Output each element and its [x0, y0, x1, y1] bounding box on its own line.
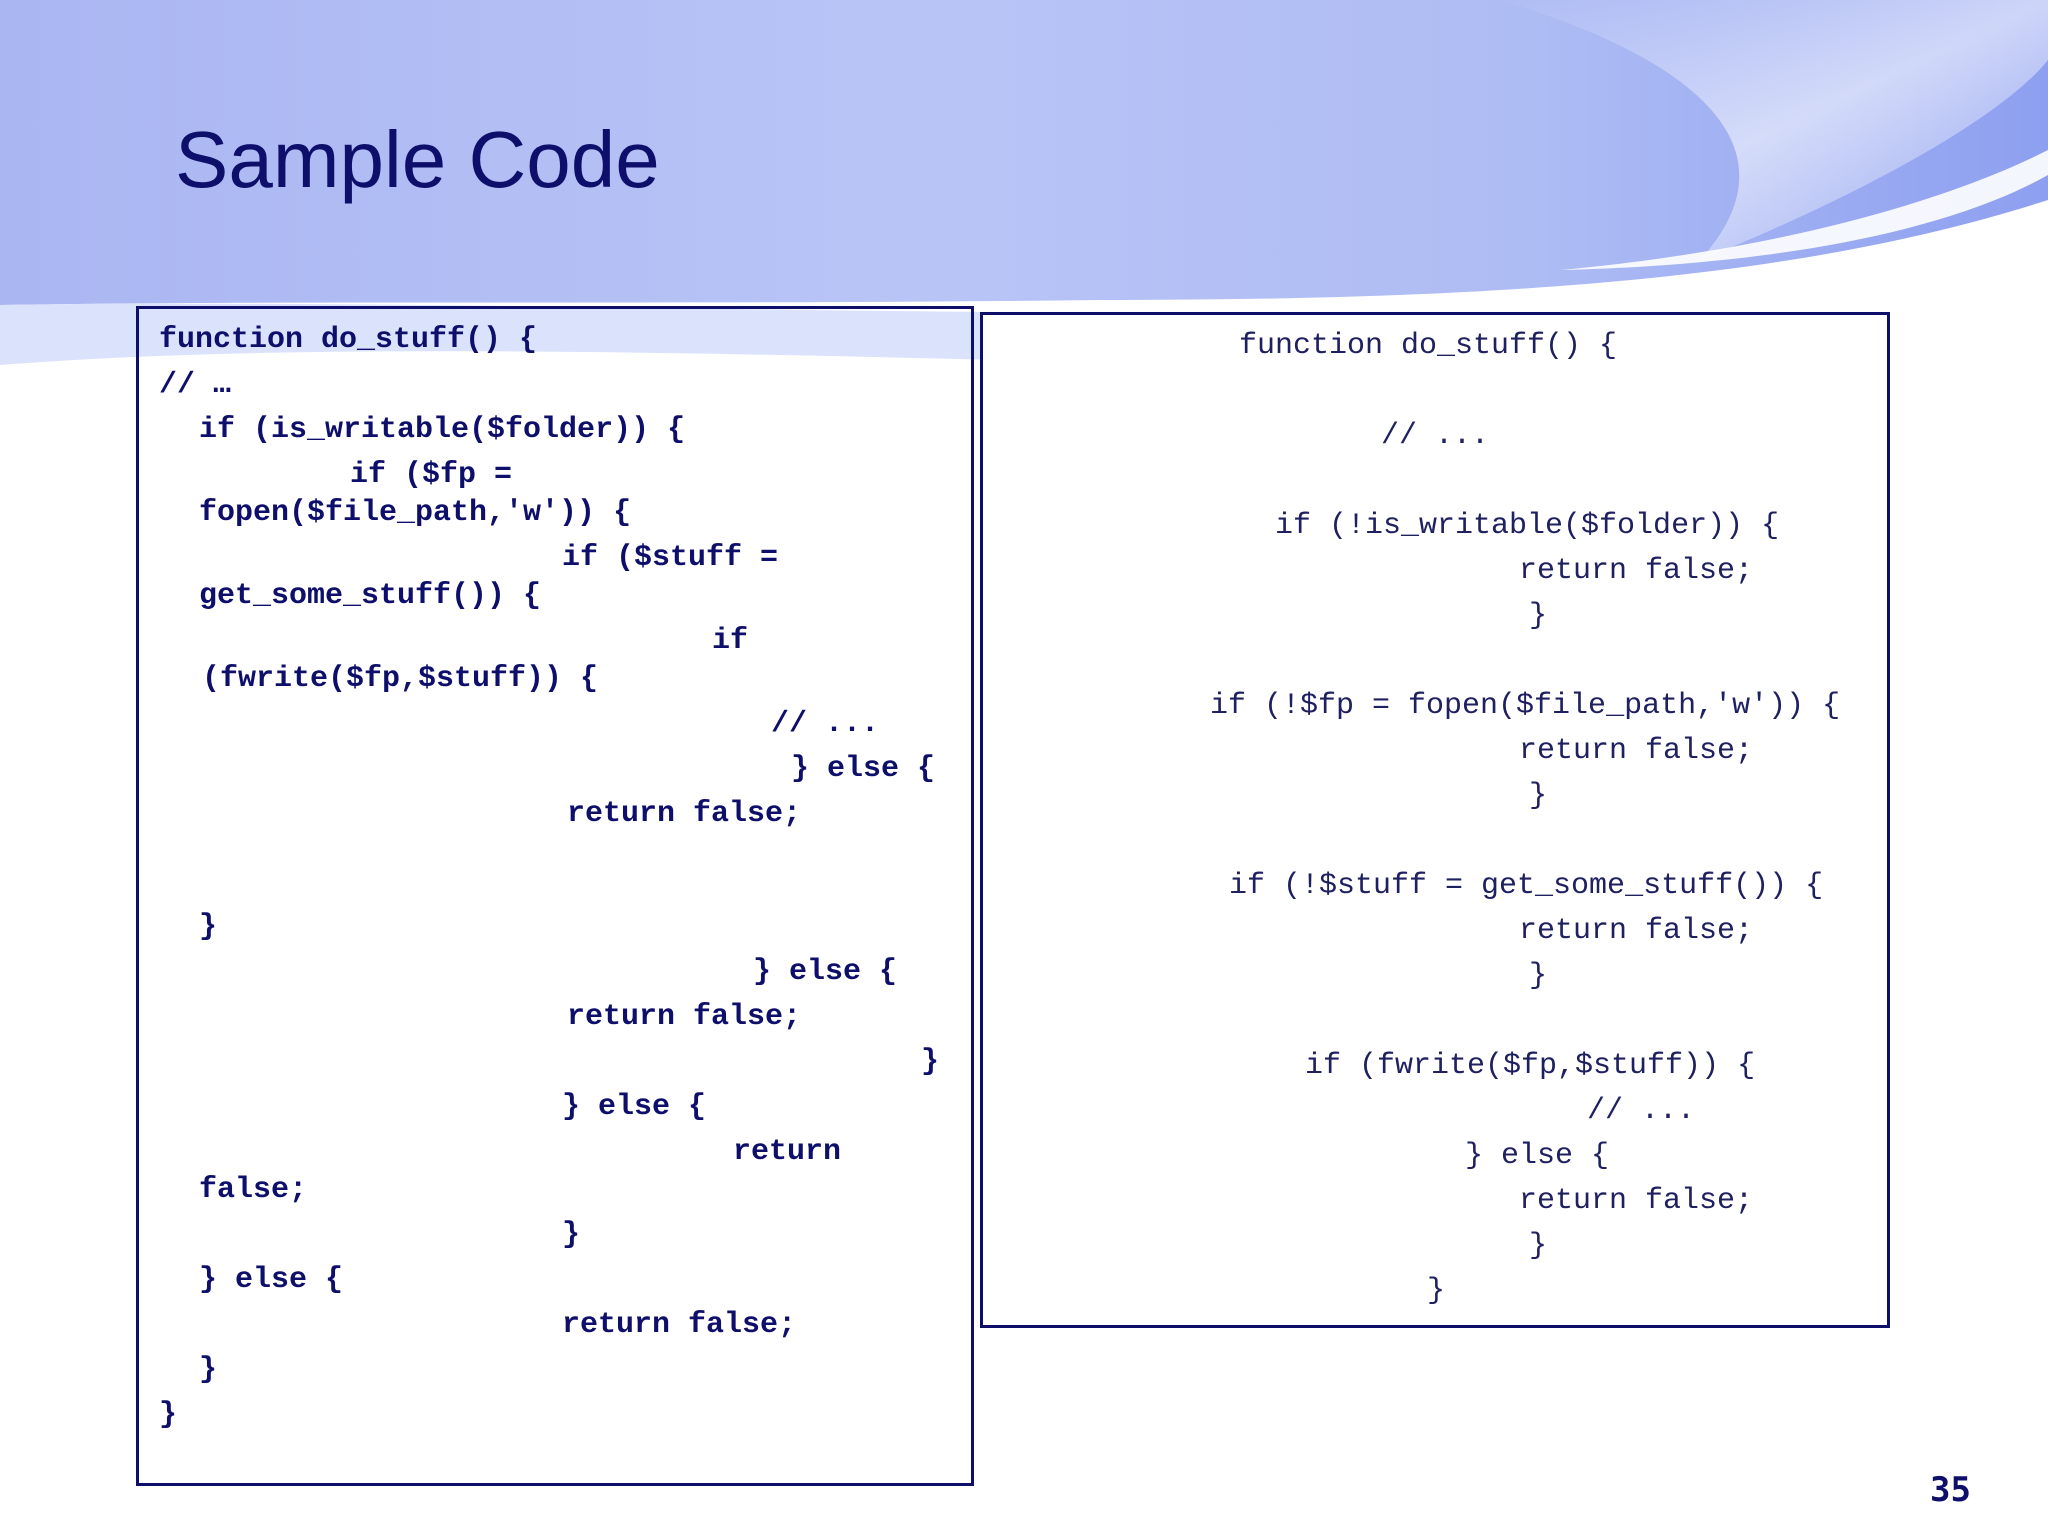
left-code-box: function do_stuff() { // … if (is_writab…	[136, 306, 974, 1486]
code-line: return false;	[1519, 734, 1754, 768]
code-line: // ...	[1381, 419, 1490, 453]
code-line: } else {	[791, 752, 936, 786]
code-line: } else {	[199, 1263, 344, 1297]
code-line: return false;	[567, 1000, 802, 1034]
code-line: }	[1427, 1274, 1446, 1308]
code-line: }	[159, 1398, 178, 1432]
header-band-lower	[0, 303, 1000, 365]
code-line: }	[921, 1045, 940, 1079]
code-line: }	[1529, 599, 1548, 633]
code-line: } else {	[562, 1090, 707, 1124]
code-line: if	[712, 624, 749, 658]
code-line: if ($stuff =	[562, 541, 779, 575]
header-band	[0, 0, 2048, 305]
code-line: }	[199, 1353, 218, 1387]
code-line: function do_stuff() {	[159, 323, 538, 357]
code-line: (fwrite($fp,$stuff)) {	[202, 662, 599, 696]
code-line: // ...	[771, 707, 880, 741]
code-line: return false;	[1519, 1184, 1754, 1218]
code-line: }	[1529, 779, 1548, 813]
code-line: }	[199, 910, 218, 944]
code-line: }	[1529, 959, 1548, 993]
code-line: function do_stuff() {	[1239, 329, 1618, 363]
page-number: 35	[1930, 1470, 1971, 1510]
header-shine	[1500, 0, 2048, 260]
code-line: if (!is_writable($folder)) {	[1275, 509, 1780, 543]
code-line: if (!$fp = fopen($file_path,'w')) {	[1210, 689, 1841, 723]
code-line: false;	[199, 1173, 308, 1207]
header-swoosh	[1560, 150, 2048, 270]
code-line: get_some_stuff()) {	[199, 579, 542, 613]
code-line: if (is_writable($folder)) {	[199, 413, 686, 447]
slide-title: Sample Code	[175, 115, 660, 204]
code-line: fopen($file_path,'w')) {	[199, 496, 632, 530]
code-line: return false;	[1519, 554, 1754, 588]
code-line: if ($fp =	[350, 458, 513, 492]
code-line: return	[733, 1135, 842, 1169]
code-line: if (!$stuff = get_some_stuff()) {	[1229, 869, 1824, 903]
code-line: return false;	[562, 1308, 797, 1342]
right-code-box: function do_stuff() { // ... if (!is_wri…	[980, 312, 1890, 1328]
code-line: // ...	[1587, 1094, 1696, 1128]
code-line: } else {	[753, 955, 898, 989]
code-line: }	[562, 1218, 581, 1252]
code-line: return false;	[567, 797, 802, 831]
code-line: if (fwrite($fp,$stuff)) {	[1305, 1049, 1756, 1083]
code-line: // …	[159, 368, 232, 402]
code-line: }	[1529, 1229, 1548, 1263]
code-line: return false;	[1519, 914, 1754, 948]
code-line: } else {	[1465, 1139, 1610, 1173]
